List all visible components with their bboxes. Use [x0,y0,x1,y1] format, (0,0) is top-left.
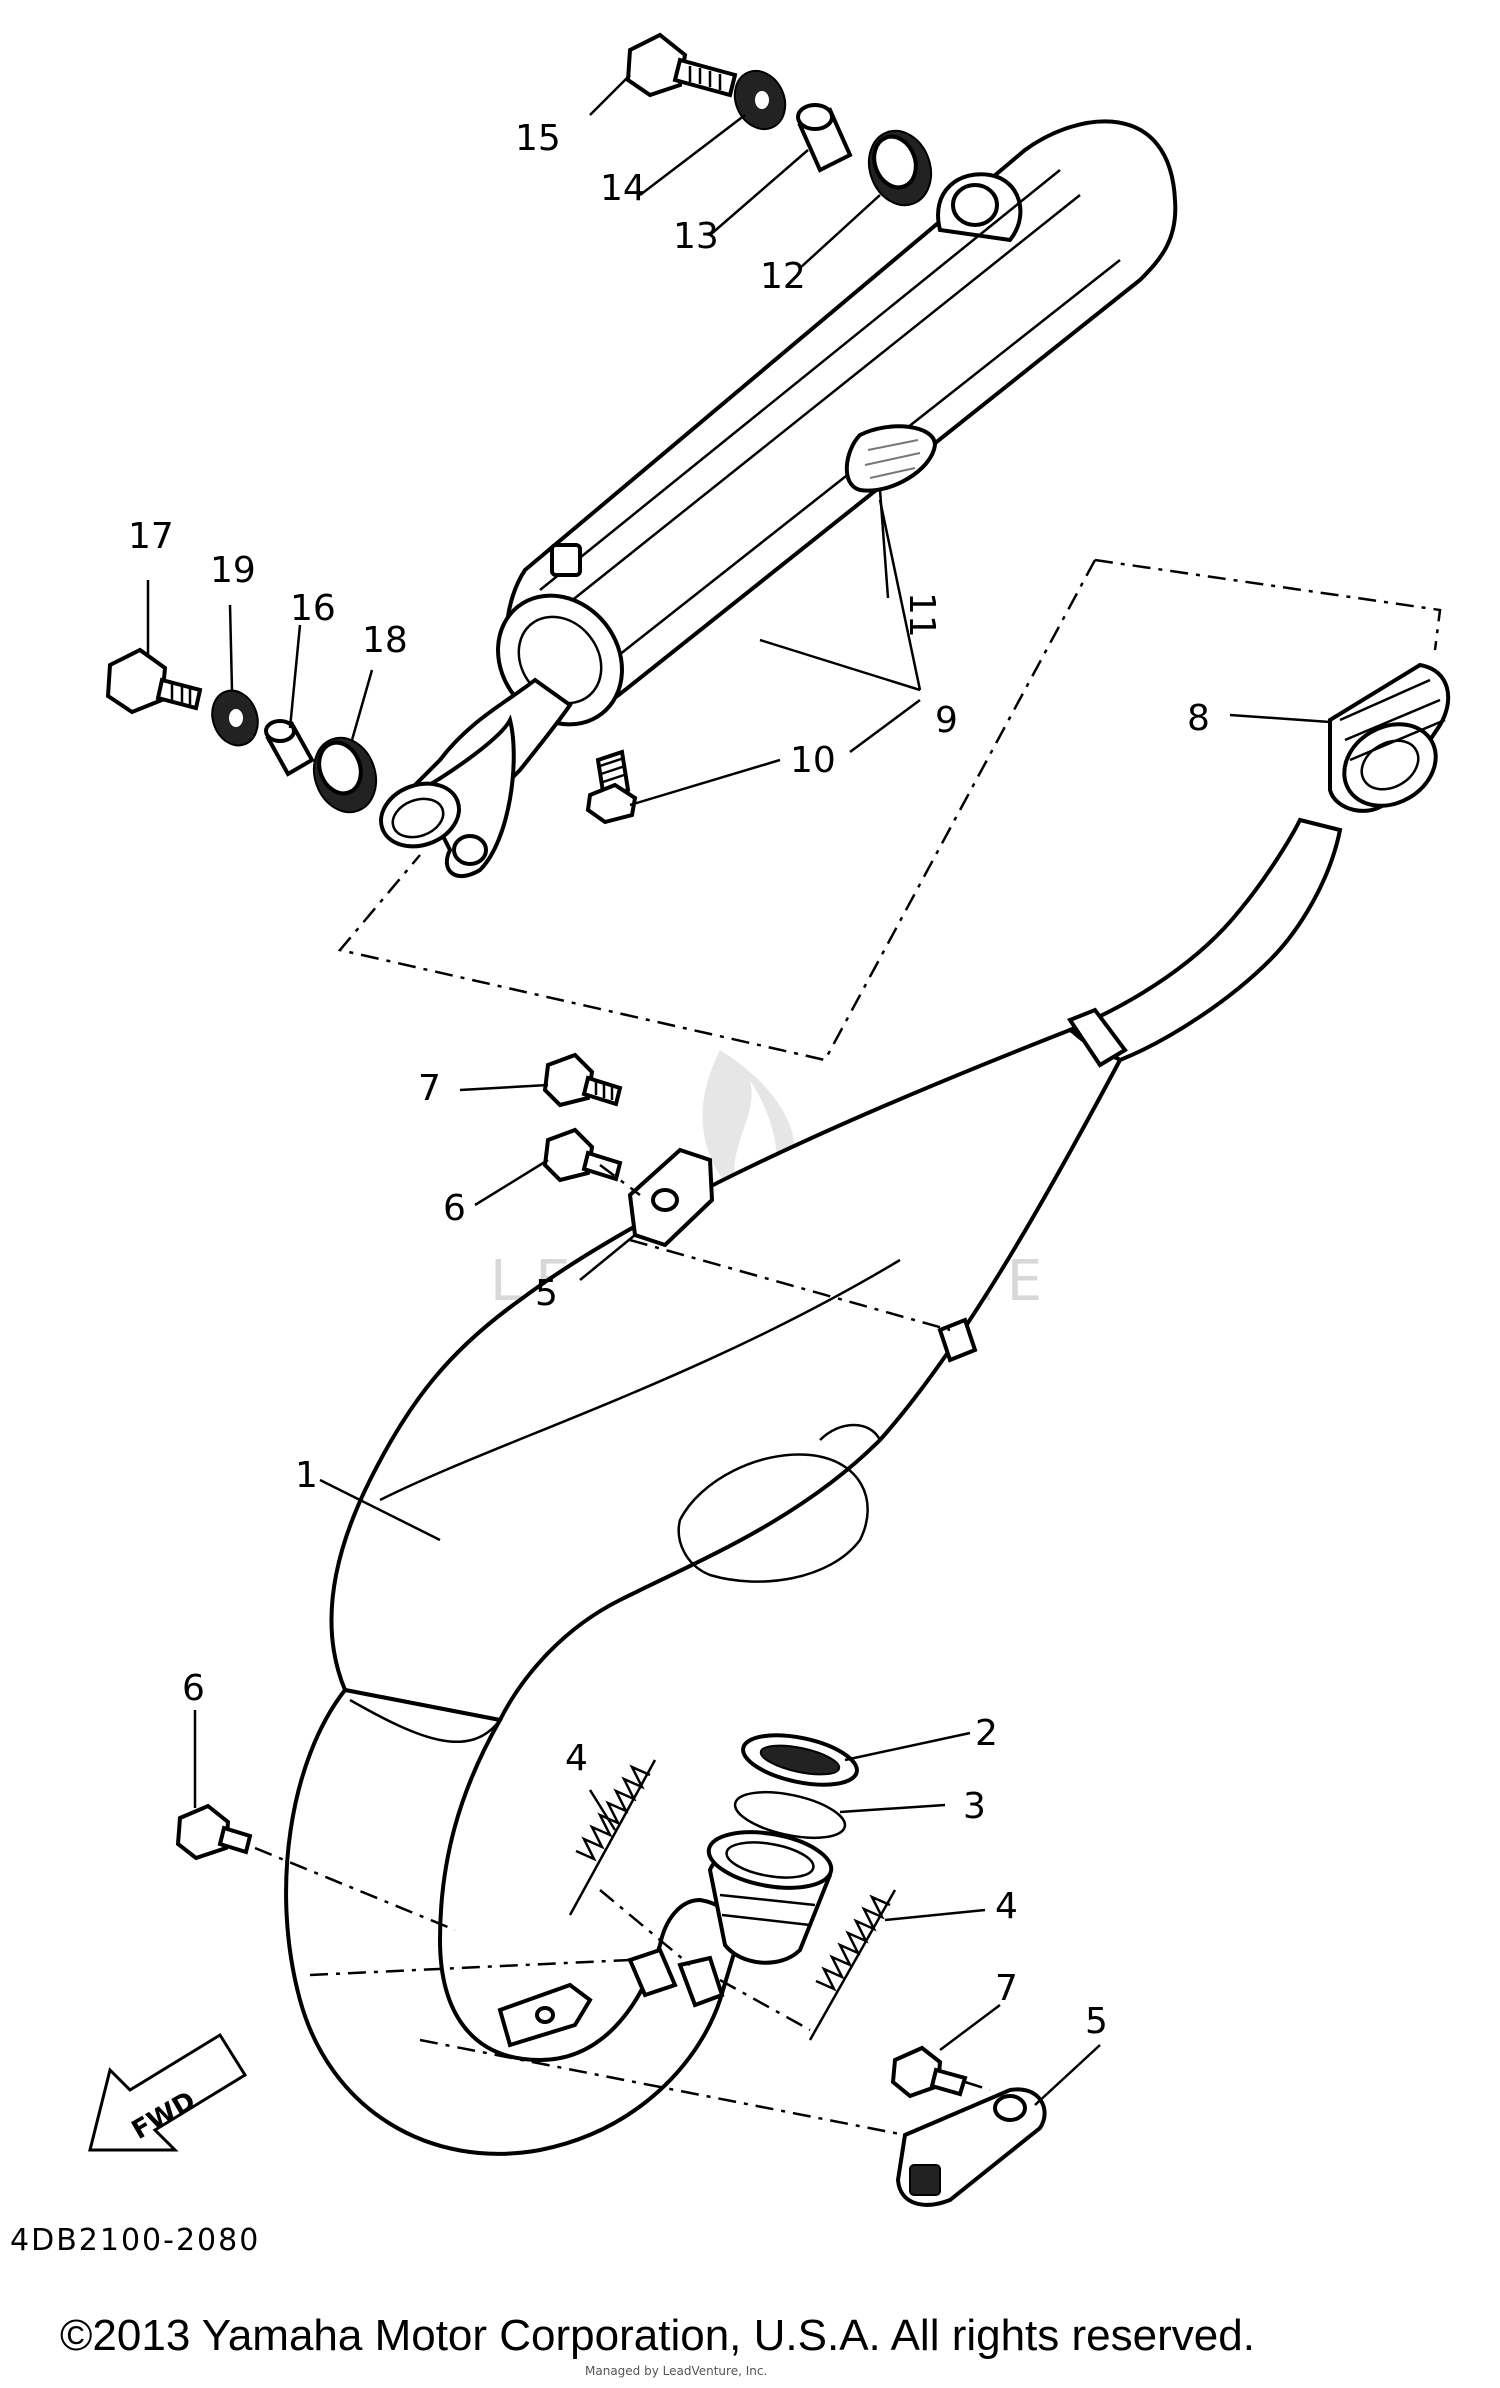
exhaust-pipe-assembly [284,817,1343,2156]
callout-7-lower: 7 [995,1968,1018,2009]
callout-1: 1 [295,1455,318,1496]
upper-bracket-hardware [542,1052,715,1248]
alignment-lines [254,1164,991,2137]
springs [568,1759,897,2041]
callout-7-upper: 7 [418,1068,441,1109]
callout-18: 18 [362,620,408,661]
silencer-boundary [337,558,1442,1062]
callout-10: 10 [790,740,836,781]
callout-5-upper: 5 [535,1273,558,1314]
callout-17: 17 [128,516,174,557]
callout-14: 14 [600,168,646,209]
callout-13: 13 [673,216,719,257]
callout-5-lower: 5 [1085,2001,1108,2042]
silencer-assembly [379,119,1178,878]
callout-8: 8 [1187,698,1210,739]
callout-4-left: 4 [565,1738,588,1779]
callout-15: 15 [515,118,561,159]
callout-19: 19 [210,550,256,591]
diagram-code: 4DB2100-2080 [10,2223,260,2258]
callout-11: 11 [901,592,942,638]
inlet-gaskets [706,1733,859,1965]
callout-labels: 15 14 13 12 17 19 16 18 11 9 10 8 7 6 5 … [128,118,1210,2042]
callout-9: 9 [935,700,958,741]
copyright-notice: ©2013 Yamaha Motor Corporation, U.S.A. A… [60,2311,1255,2360]
callout-6-upper: 6 [443,1188,466,1229]
joint-rubber-part [1328,662,1451,813]
silencer-screw-part [585,749,638,825]
leader-lines [146,74,1331,2106]
callout-2: 2 [975,1713,998,1754]
lower-mount-hardware [105,647,378,814]
leadventure-credit: Managed by LeadVenture, Inc. [585,2364,767,2378]
callout-3: 3 [963,1786,986,1827]
lower-bracket-hardware [175,1803,1047,2207]
callout-12: 12 [760,256,806,297]
upper-mount-hardware [625,32,933,207]
callout-4-right: 4 [995,1886,1018,1927]
callout-6-lower: 6 [182,1668,205,1709]
callout-16: 16 [290,588,336,629]
forward-direction-arrow: FWD [88,2032,248,2152]
